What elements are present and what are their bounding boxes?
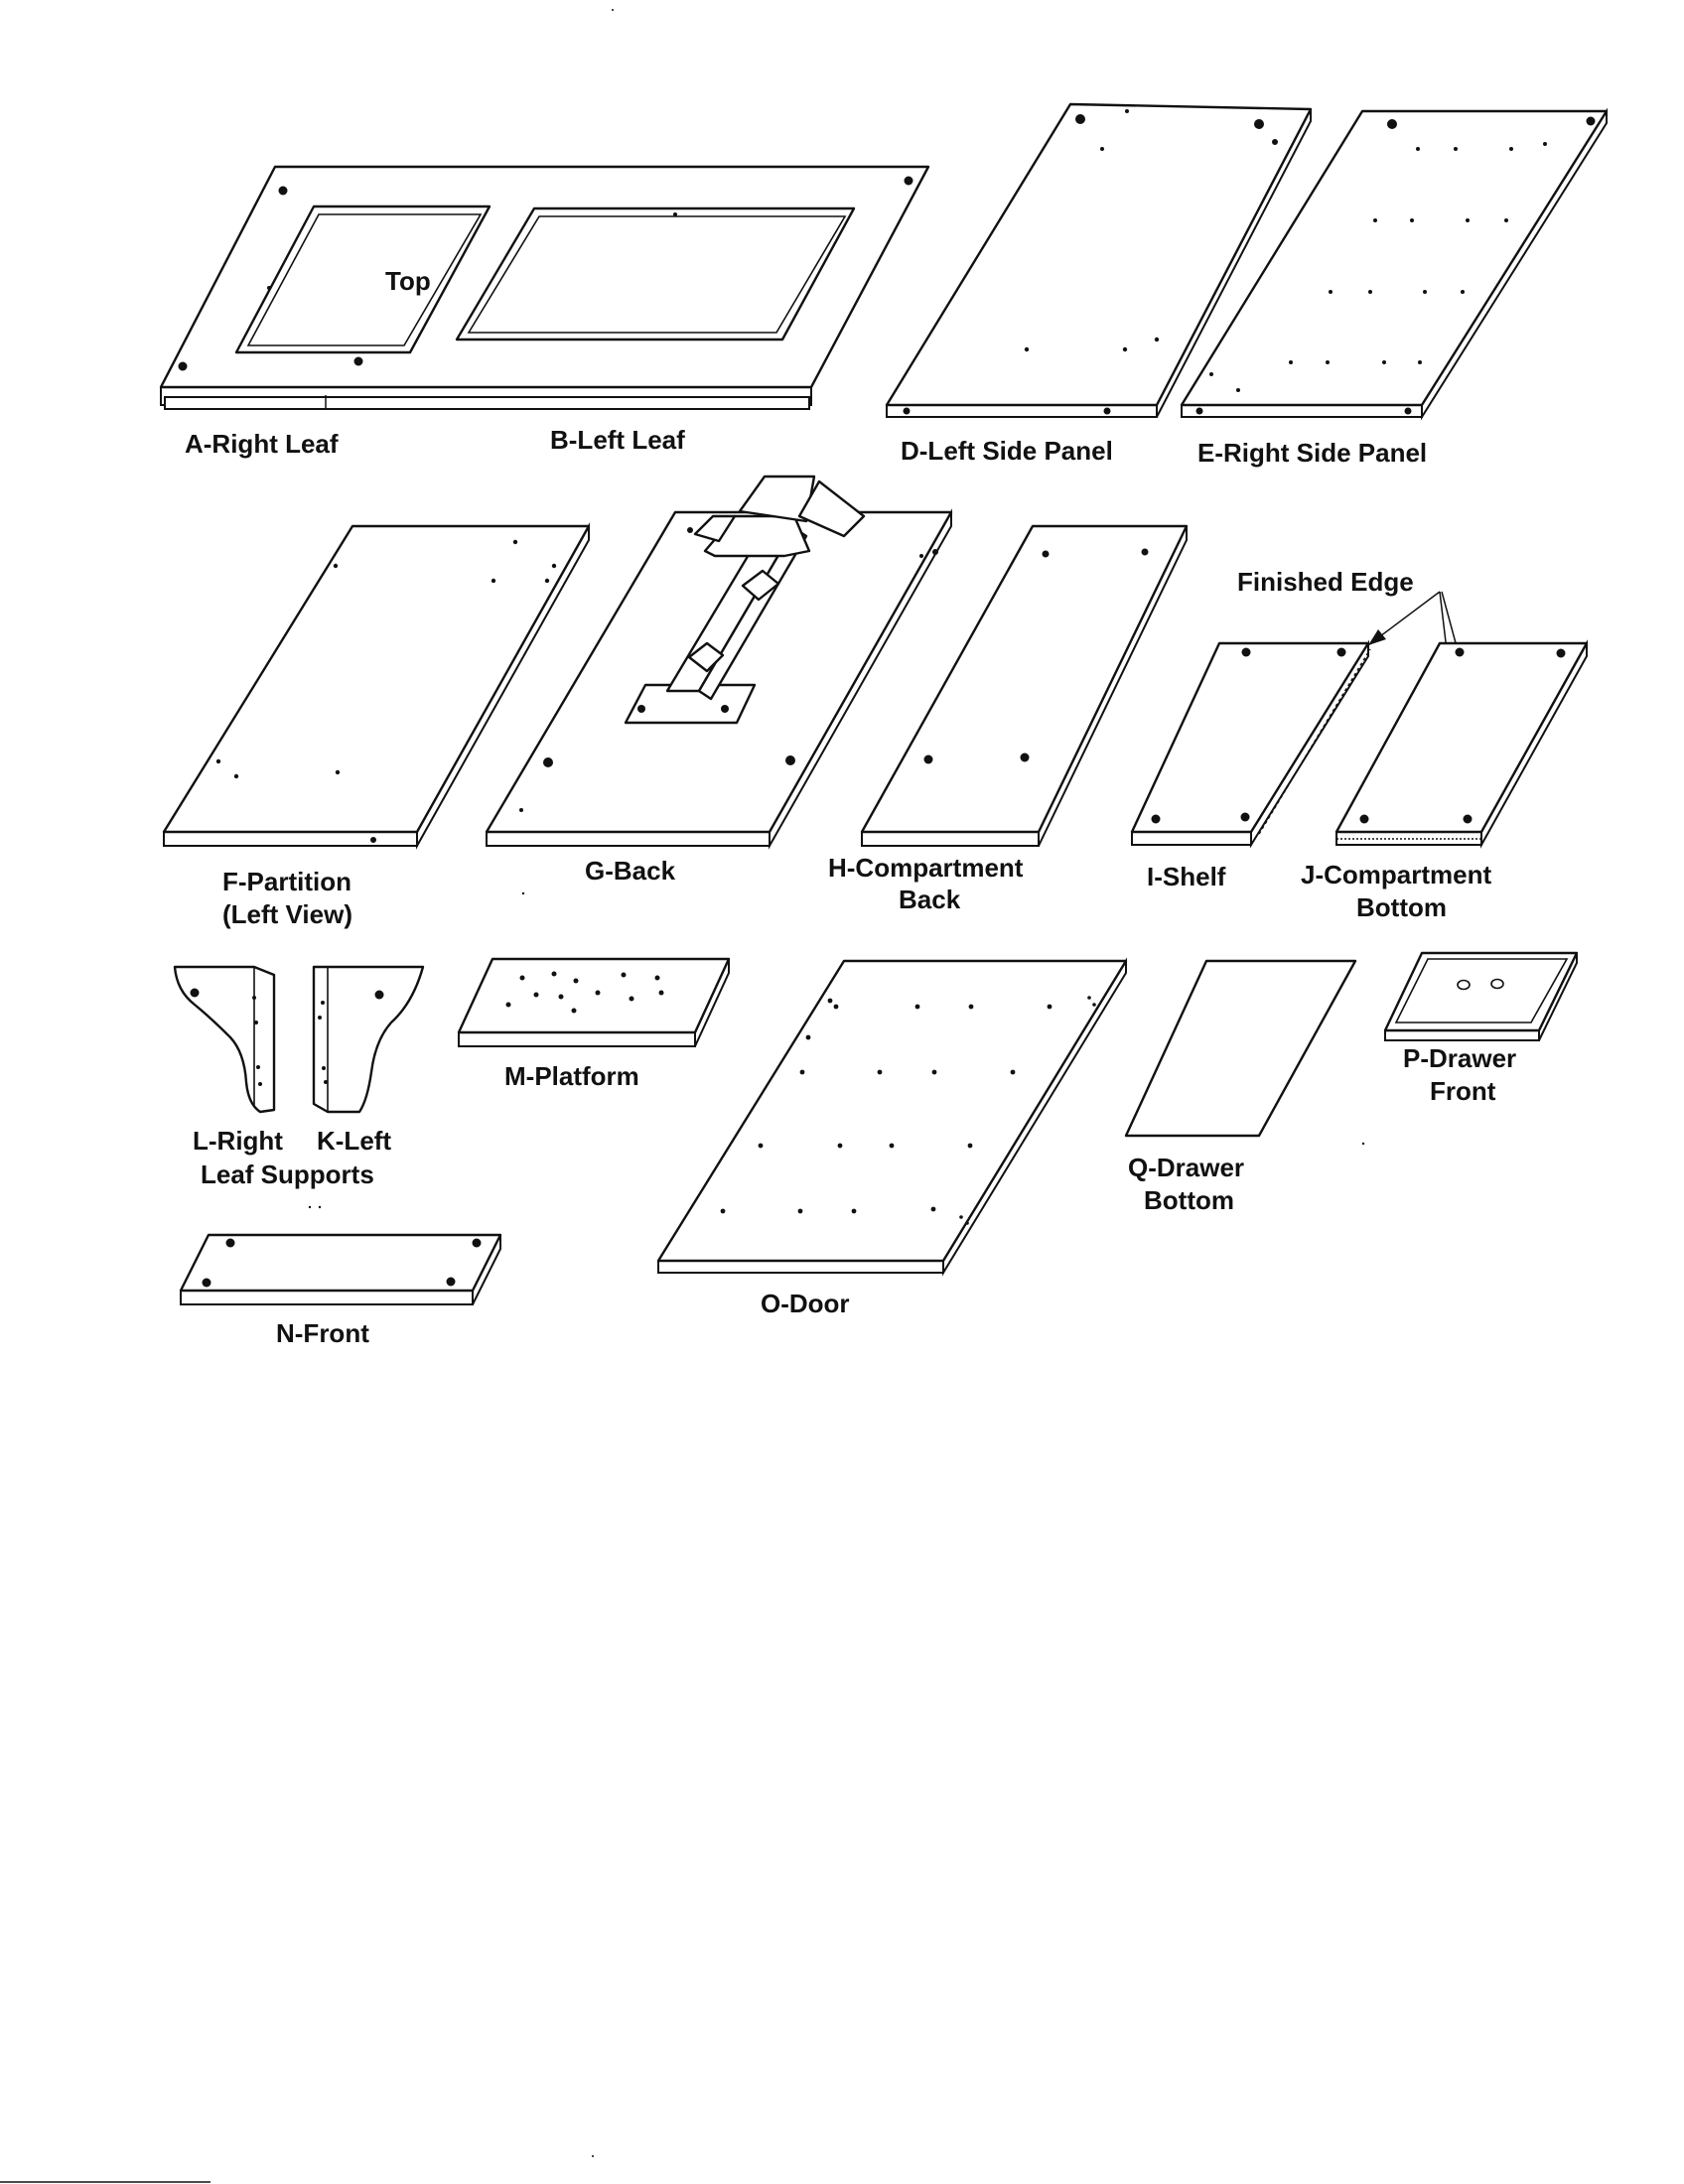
part-e-right-side-panel [1180, 107, 1609, 421]
label-d-left-side-panel: D-Left Side Panel [901, 436, 1113, 466]
label-leaf-supports: Leaf Supports [201, 1160, 374, 1189]
part-a-b-leaves [159, 165, 930, 410]
label-f-partition: F-Partition [222, 867, 351, 896]
part-g-back [485, 475, 953, 850]
part-n-front [179, 1233, 502, 1305]
label-m-platform: M-Platform [504, 1061, 639, 1091]
label-o-door: O-Door [761, 1289, 850, 1318]
label-j-bottom: Bottom [1356, 892, 1447, 922]
label-h-back: Back [899, 885, 961, 914]
label-f-left-view: (Left View) [222, 899, 352, 929]
part-o-door [656, 957, 1128, 1277]
part-d-left-side-panel [885, 102, 1313, 418]
left-window [234, 205, 491, 354]
label-k-left: K-Left [317, 1126, 391, 1156]
part-q-drawer-bottom [1124, 959, 1357, 1138]
label-top: Top [385, 266, 431, 296]
label-n-front: N-Front [276, 1318, 369, 1348]
part-h-compartment-back [860, 524, 1189, 847]
label-e-right-side-panel: E-Right Side Panel [1197, 438, 1427, 468]
label-i-shelf: I-Shelf [1147, 862, 1226, 891]
label-p-drawer: P-Drawer [1403, 1043, 1516, 1073]
scan-marks [0, 9, 1365, 2183]
label-l-right: L-Right [193, 1126, 283, 1156]
label-q-drawer: Q-Drawer [1128, 1153, 1244, 1182]
label-h-compartment: H-Compartment [828, 853, 1024, 883]
part-i-shelf [1130, 639, 1371, 849]
part-l-right-support [173, 965, 276, 1114]
bracket-foot [624, 683, 757, 725]
part-p-drawer-front [1383, 951, 1579, 1041]
part-m-platform [457, 957, 731, 1047]
part-f-partition [162, 522, 591, 850]
label-p-front: Front [1430, 1076, 1496, 1106]
label-b-left-leaf: B-Left Leaf [550, 425, 685, 455]
right-window [455, 206, 856, 341]
label-j-compartment: J-Compartment [1301, 860, 1491, 889]
part-j-compartment-bottom [1334, 639, 1589, 849]
label-finished-edge: Finished Edge [1237, 567, 1414, 597]
label-q-bottom: Bottom [1144, 1185, 1234, 1215]
part-k-left-support [312, 965, 425, 1114]
label-g-back: G-Back [585, 856, 676, 886]
label-a-right-leaf: A-Right Leaf [185, 429, 339, 459]
